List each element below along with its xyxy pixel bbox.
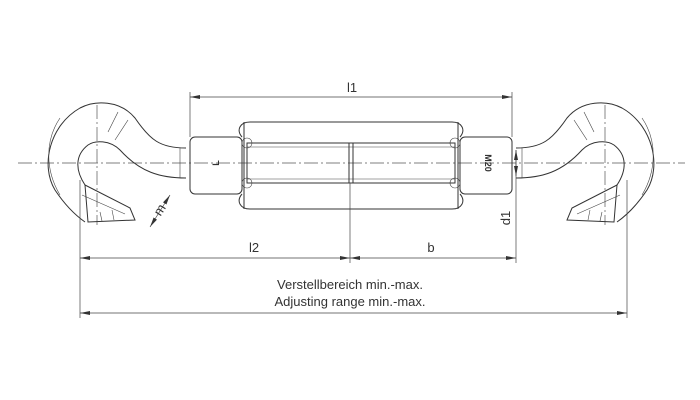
dimension-b: b	[350, 240, 516, 260]
size-marking: M20	[483, 154, 493, 172]
turnbuckle-body: L M20	[189, 121, 513, 210]
left-hook	[47, 102, 187, 223]
dimension-l1-label: l1	[347, 80, 357, 95]
dimension-l2: l2	[80, 240, 350, 260]
dimension-d1-label: d1	[498, 211, 513, 225]
dimension-adjusting-range: Verstellbereich min.-max. Adjusting rang…	[80, 277, 627, 315]
dimension-b-label: b	[427, 240, 434, 255]
left-thread-marking: L	[211, 160, 221, 166]
right-hook	[515, 102, 655, 223]
dimension-l1: l1	[189, 80, 513, 137]
dimension-d1: d1	[498, 150, 518, 263]
dimension-m: m	[149, 194, 171, 228]
range-label-english: Adjusting range min.-max.	[274, 294, 425, 309]
range-label-german: Verstellbereich min.-max.	[277, 277, 423, 292]
dimension-l2-label: l2	[249, 240, 259, 255]
dimension-m-label: m	[150, 201, 168, 218]
